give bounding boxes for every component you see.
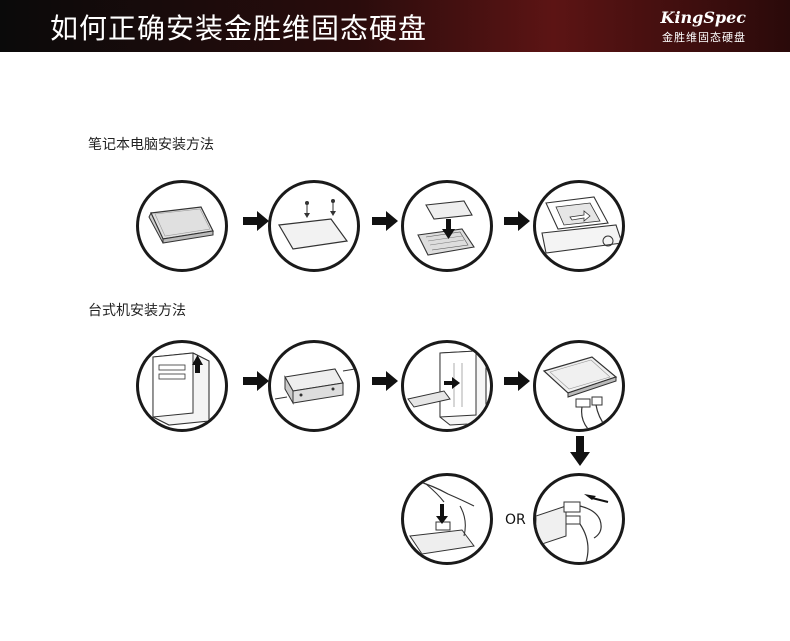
sata-plug-icon [536, 494, 609, 562]
tower-insert-drive-icon [407, 350, 487, 426]
brand-subtitle: 金胜维固态硬盘 [662, 31, 746, 44]
arrow-down-icon [570, 436, 590, 466]
ssd-sata-cable-icon [542, 356, 618, 429]
laptop-panel-screws-icon [278, 199, 349, 250]
desktop-section-label: 台式机安装方法 [88, 303, 186, 319]
laptop-step-4 [533, 180, 625, 272]
desktop-step-3 [401, 340, 493, 432]
or-label: OR [505, 512, 526, 528]
desktop-step-4 [533, 340, 625, 432]
sata-connect-icon [409, 479, 475, 555]
drive-bracket-icon [274, 368, 356, 405]
laptop-section-label: 笔记本电脑安装方法 [88, 137, 214, 153]
laptop-step-1 [136, 180, 228, 272]
arrow-right-icon [504, 211, 530, 231]
arrow-right-icon [372, 371, 398, 391]
page-title: 如何正确安装金胜维固态硬盘 [50, 12, 428, 45]
ssd-insert-laptop-icon [417, 200, 475, 256]
laptop-bay-icon [541, 196, 622, 254]
laptop-step-2 [268, 180, 360, 272]
desktop-step-2 [268, 340, 360, 432]
laptop-closed-icon [148, 206, 214, 244]
arrow-right-icon [372, 211, 398, 231]
brand-logo: KingSpec [660, 8, 746, 27]
arrow-right-icon [504, 371, 530, 391]
laptop-step-3 [401, 180, 493, 272]
desktop-step-1 [136, 340, 228, 432]
header-banner: 如何正确安装金胜维固态硬盘 KingSpec 金胜维固态硬盘 [0, 0, 790, 52]
arrow-right-icon [243, 371, 269, 391]
desktop-tower-icon [152, 352, 210, 426]
desktop-step-5a [401, 473, 493, 565]
desktop-step-5b [533, 473, 625, 565]
arrow-right-icon [243, 211, 269, 231]
